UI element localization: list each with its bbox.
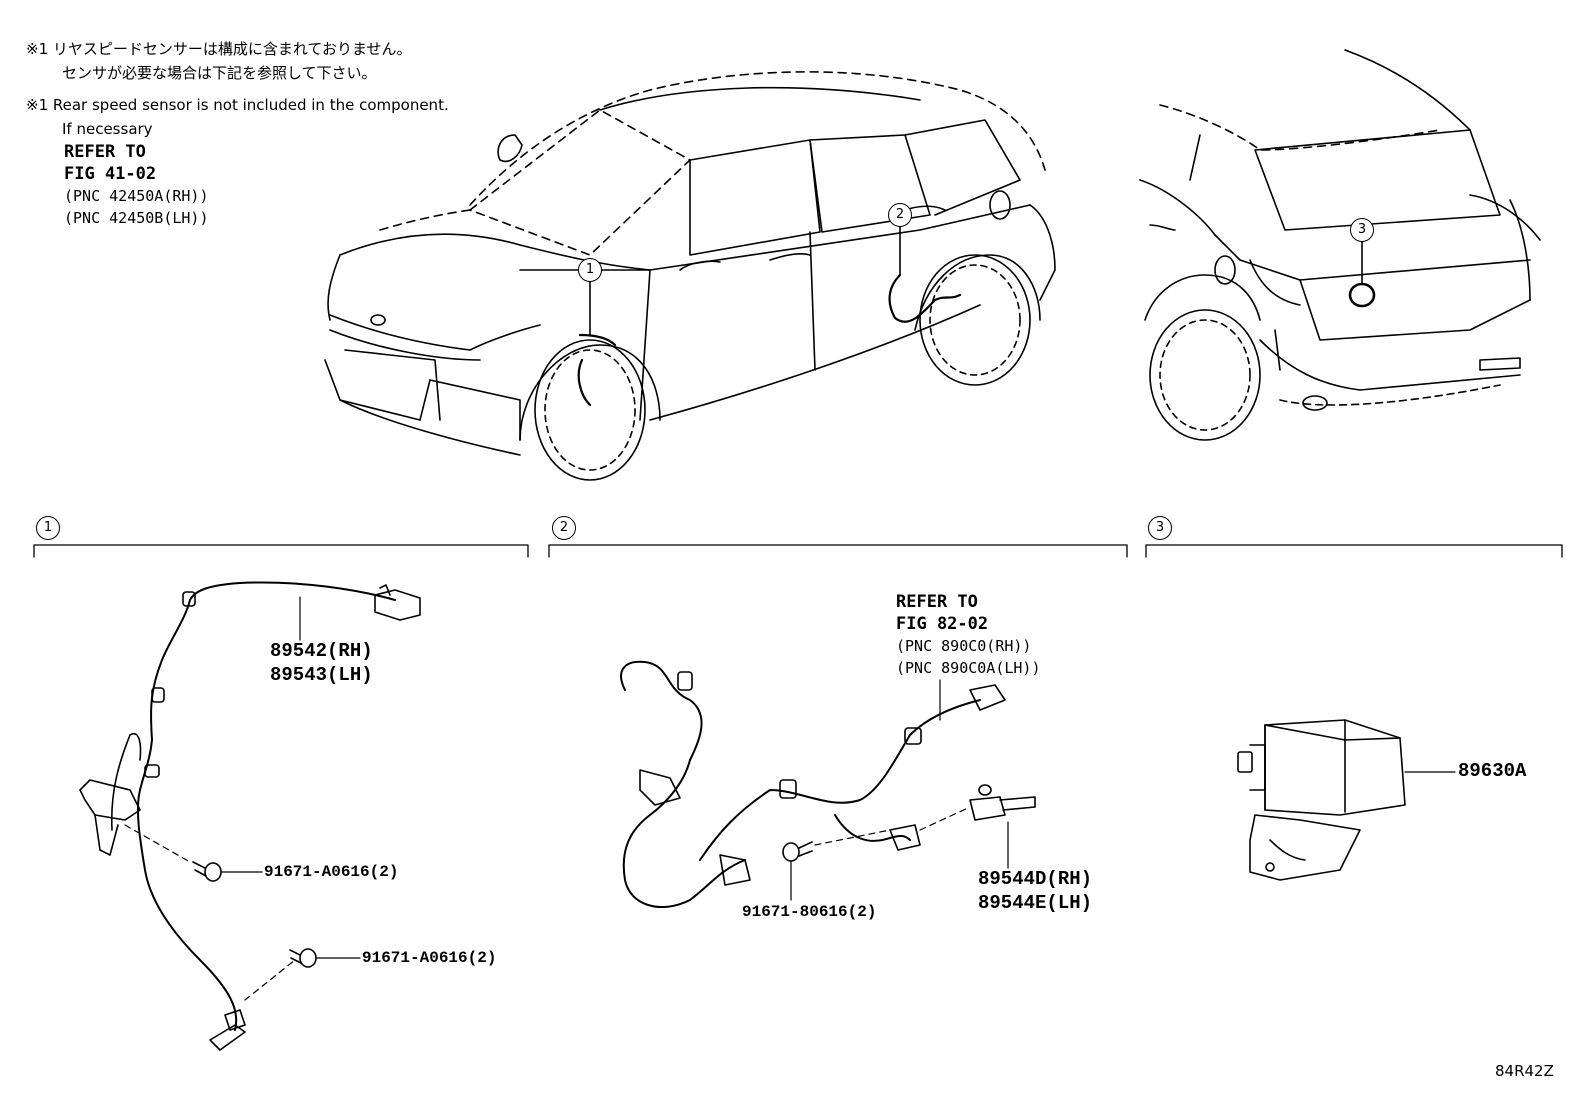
note-fig: FIG 41-02 <box>64 164 157 184</box>
section1-front-speed-sensor <box>79 581 421 1051</box>
section2-pnc-lh: (PNC 890C0A(LH)) <box>896 659 1041 677</box>
part-bolt-upper[interactable]: 91671-A0616(2) <box>264 863 399 881</box>
rear-speed-sensor-icon <box>969 784 1036 821</box>
section2-pnc-rh: (PNC 890C0(RH)) <box>896 637 1032 655</box>
section-callout-1: 1 <box>36 516 60 540</box>
part-89543-lh[interactable]: 89543(LH) <box>270 664 373 686</box>
note-jp-line1: ※1 リヤスピードセンサーは構成に含まれておりません。 <box>26 40 412 58</box>
note-refer-to: REFER TO <box>64 142 146 162</box>
section2-rear-sensor-wire <box>620 660 1036 909</box>
bolt-lower-icon <box>289 948 317 968</box>
section2-fig: FIG 82-02 <box>896 614 989 634</box>
section-callout-2: 2 <box>552 516 576 540</box>
note-en-line1: ※1 Rear speed sensor is not included in … <box>26 96 449 114</box>
bolt-upper-icon <box>192 861 222 882</box>
part-bolt-lower[interactable]: 91671-A0616(2) <box>362 949 497 967</box>
vehicle-front-view <box>324 71 1056 481</box>
note-jp-line2: センサが必要な場合は下記を参照して下さい。 <box>62 64 377 82</box>
bolt-section2-icon <box>782 841 813 862</box>
section-callout-3: 3 <box>1148 516 1172 540</box>
vehicle-callout-3: 3 <box>1350 218 1374 242</box>
diagram-code: 84R42Z <box>1495 1062 1554 1080</box>
part-89544d-rh[interactable]: 89544D(RH) <box>978 868 1093 890</box>
vehicle-rear-view <box>1139 49 1541 441</box>
section2-refer-to: REFER TO <box>896 592 978 612</box>
note-pnc-lh: (PNC 42450B(LH)) <box>64 209 209 227</box>
section3-ecu <box>1237 719 1456 881</box>
vehicle-callout-2: 2 <box>888 203 912 227</box>
part-89630a[interactable]: 89630A <box>1458 760 1527 782</box>
vehicle-callout-1: 1 <box>578 258 602 282</box>
note-pnc-rh: (PNC 42450A(RH)) <box>64 187 209 205</box>
part-89544e-lh[interactable]: 89544E(LH) <box>978 892 1093 914</box>
section-brackets <box>33 544 1563 558</box>
part-89542-rh[interactable]: 89542(RH) <box>270 640 373 662</box>
part-bolt-section2[interactable]: 91671-80616(2) <box>742 903 877 921</box>
note-en-line2: If necessary <box>62 120 153 138</box>
